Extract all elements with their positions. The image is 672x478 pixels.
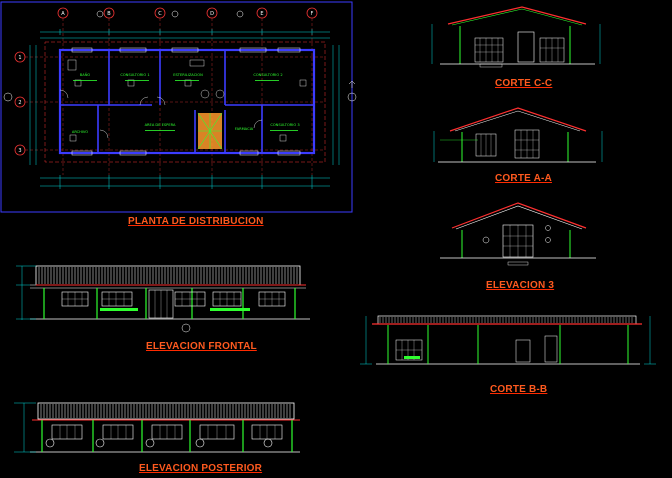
room-label: CONSULTORIO 3: [270, 123, 299, 127]
elevation-3: [440, 202, 596, 266]
room-label: ESTERILIZACION: [173, 73, 203, 77]
rear-elevation-title: ELEVACION POSTERIOR: [139, 463, 263, 474]
section-bb-title: CORTE B-B: [490, 384, 548, 395]
front-elevation-title: ELEVACION FRONTAL: [146, 341, 257, 352]
grid-col-label: F: [311, 11, 314, 17]
grid-row-label: 3: [18, 148, 21, 154]
plan-frame: [0, 1, 353, 213]
floor-plan: A B C D E F 1 2 3: [0, 1, 357, 213]
front-elevation: [16, 265, 310, 333]
grid-col-label: A: [61, 11, 65, 17]
room-label: BAÑO: [80, 72, 91, 77]
grid-col-label: D: [210, 11, 214, 17]
rear-elevation: [14, 402, 300, 453]
section-cc-title: CORTE C-C: [495, 78, 553, 89]
room-label: ARCHIVO: [72, 130, 88, 134]
grid-row-label: 1: [18, 55, 21, 61]
section-bb: [360, 315, 656, 365]
plan-title: PLANTA DE DISTRIBUCION: [128, 216, 264, 227]
grid-col-label: B: [107, 11, 111, 17]
section-aa-title: CORTE A-A: [495, 173, 552, 184]
grid-row-label: 2: [18, 100, 21, 106]
section-aa: [433, 107, 603, 163]
room-label: AREA DE ESPERA: [145, 123, 176, 127]
elevation-3-title: ELEVACION 3: [486, 280, 555, 291]
room-label: CONSULTORIO 2: [253, 73, 282, 77]
grid-col-label: E: [260, 11, 263, 17]
exterior-walls: [58, 48, 316, 155]
grid-col-label: C: [158, 11, 162, 17]
room-label: CONSULTORIO 1: [120, 73, 149, 77]
section-cc: [431, 6, 601, 68]
room-label: FARMACIA: [235, 127, 254, 131]
